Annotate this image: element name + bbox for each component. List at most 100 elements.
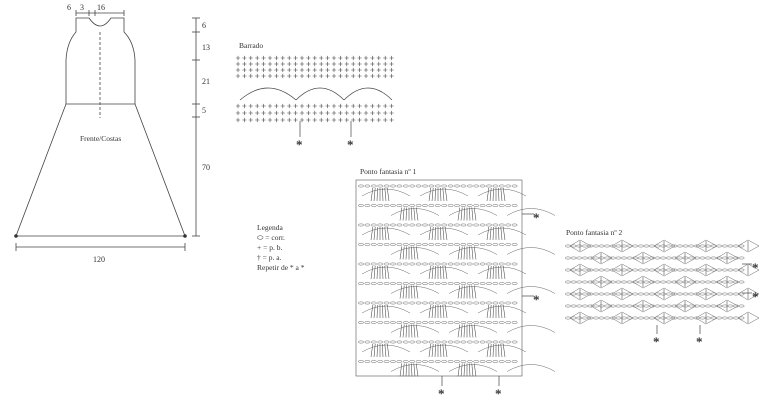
stitch-plus-icon: [383, 67, 388, 73]
stitch-chain-icon: [370, 321, 377, 324]
stitch-plus-icon: [357, 55, 362, 61]
stitch-chain-icon: [364, 262, 371, 266]
stitch-fan-line: [399, 324, 403, 338]
stitch-arc: [361, 188, 411, 197]
stitch-fan-line: [376, 304, 378, 319]
stitch-chain-icon: [621, 244, 627, 248]
stitch-fan-line: [469, 285, 471, 299]
stitch-chain-icon: [654, 244, 661, 248]
stitch-chain-icon: [688, 268, 695, 272]
stitch-chain-icon: [565, 292, 571, 296]
stitch-chain-icon: [576, 244, 583, 248]
stitch-fan-line: [500, 343, 503, 358]
stitch-chain-icon: [473, 360, 480, 363]
stitch-plus-icon: [267, 110, 273, 116]
stitch-fan-line: [463, 324, 465, 338]
stitch-fan-line: [434, 226, 436, 241]
stitch-chain-icon: [598, 244, 605, 248]
legend: Legenda ⬭ = corr. + = p. b. † = p. a. Re…: [257, 223, 304, 273]
stitch-fan-line: [500, 187, 503, 202]
stitch-chain-icon: [643, 280, 650, 284]
stitch-chain-icon: [699, 244, 706, 248]
stitch-chain-icon: [609, 292, 616, 296]
stitch-chain-icon: [415, 223, 422, 227]
stitch-chain-icon: [587, 268, 594, 272]
stitch-chain-icon: [364, 223, 371, 227]
stitch-chain-icon: [498, 360, 505, 363]
stitch-chain-icon: [402, 282, 409, 285]
stitch-chain-icon: [409, 204, 416, 207]
stitch-chain-icon: [473, 223, 480, 227]
stitch-diamond: [569, 287, 592, 301]
stitch-plus-icon: [248, 73, 253, 79]
stitch-plus-icon: [357, 73, 362, 79]
stitch-chain-icon: [649, 292, 655, 296]
stitch-chain-icon: [721, 256, 728, 260]
stitch-chain-icon: [409, 360, 416, 363]
repeat-asterisk: *: [347, 137, 354, 152]
stitch-fan-line: [460, 363, 463, 377]
stitch-chain-icon: [422, 184, 428, 188]
stitch-plus-icon: [267, 55, 273, 61]
stitch-chain-icon: [396, 321, 403, 324]
stitch-chain-icon: [390, 360, 396, 363]
stitch-diamond: [632, 299, 655, 313]
stitch-fan-line: [411, 363, 413, 377]
stitch-chain-icon: [621, 304, 627, 308]
stitch-diamond: [737, 239, 760, 253]
stitch-chain-icon: [710, 316, 717, 320]
stitch-chain-icon: [581, 316, 588, 320]
stitch-fan-line: [469, 324, 471, 338]
stitch-chain-icon: [460, 301, 467, 305]
stitch-chain-icon: [383, 282, 390, 285]
stitch-chain-icon: [693, 244, 700, 248]
stitch-diamond: [695, 311, 718, 325]
stitch-chain-icon: [492, 204, 499, 207]
bottom-width-label: 120: [93, 255, 105, 264]
stitch-plus-icon: [306, 73, 311, 79]
stitch-chain-icon: [409, 262, 416, 266]
stitch-fan-line: [376, 187, 378, 202]
stitch-chain-icon: [466, 301, 473, 305]
stitch-plus-icon: [338, 61, 343, 67]
stitch-plus-icon: [255, 110, 260, 116]
stitch-chain-icon: [615, 256, 622, 260]
stitch-chain-icon: [409, 301, 416, 305]
stitch-chain-icon: [710, 268, 717, 272]
stitch-chain-icon: [358, 243, 364, 246]
stitch-chain-icon: [454, 204, 460, 207]
stitch-chain-icon: [364, 360, 371, 363]
stitch-chain-icon: [370, 262, 377, 266]
stitch-fan-line: [370, 265, 374, 280]
stitch-fan-line: [469, 363, 471, 377]
stitch-fan-line: [444, 343, 448, 358]
stitch-chain-icon: [609, 280, 616, 284]
stitch-chain-icon: [434, 340, 441, 344]
stitch-fan-line: [486, 265, 490, 280]
stitch-plus-icon: [370, 103, 375, 109]
stitch-chain-icon: [570, 244, 577, 248]
stitch-chain-icon: [688, 244, 695, 248]
stitch-diamond: [569, 263, 592, 277]
stitch-chain-icon: [402, 243, 409, 246]
repeat-asterisk: *: [533, 210, 540, 225]
stitch-chain-icon: [377, 301, 384, 305]
stitch-chain-icon: [396, 360, 403, 363]
stitch-fan-line: [460, 285, 463, 299]
stitch-fan-line: [384, 226, 387, 241]
stitch-plus-icon: [389, 110, 394, 116]
chain-symbol-icon: ⬭: [257, 233, 264, 242]
stitch-plus-icon: [325, 110, 330, 116]
stitch-arc: [361, 227, 411, 236]
stitch-diamond: [716, 275, 739, 289]
stitch-chain-icon: [383, 340, 390, 344]
ponto1-frame: [355, 179, 523, 377]
stitch-chain-icon: [498, 184, 505, 188]
stitch-fan-line: [370, 187, 374, 202]
stitch-chain-icon: [576, 268, 583, 272]
stitch-chain-icon: [370, 243, 377, 246]
stitch-chain-icon: [409, 340, 416, 344]
stitch-chain-icon: [479, 340, 486, 344]
stitch-fan-line: [405, 207, 407, 221]
stitch-chain-icon: [422, 223, 428, 227]
